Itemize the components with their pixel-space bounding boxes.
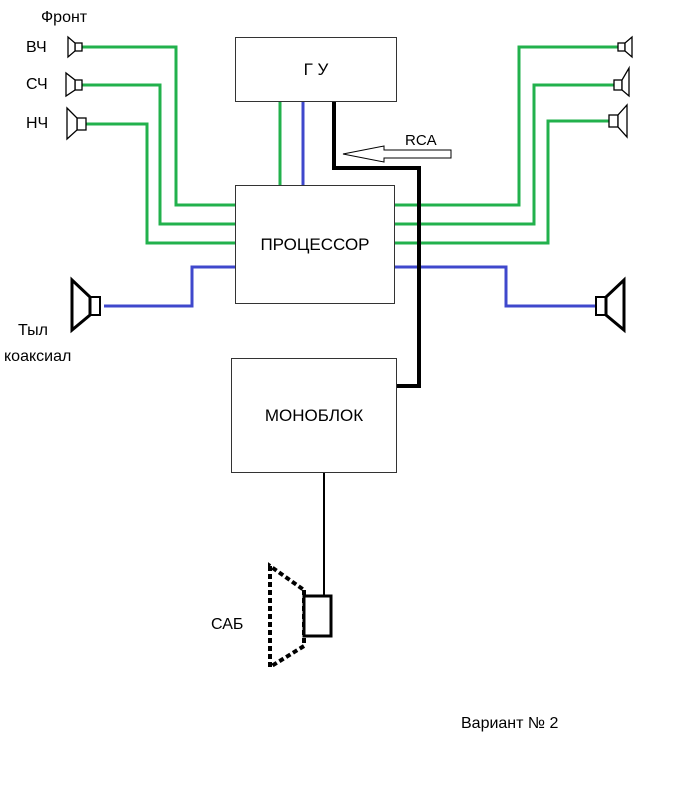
speaker-icon — [66, 106, 87, 141]
rear-label-line2: коаксиал — [4, 348, 72, 365]
front-right-wires — [395, 45, 618, 245]
tweeter-label: ВЧ — [26, 39, 47, 56]
monoblock-block: МОНОБЛОК — [231, 358, 397, 473]
wire-woofer-left — [86, 122, 235, 245]
wire-tweeter-left — [82, 45, 235, 207]
monoblock-label: МОНОБЛОК — [264, 405, 364, 425]
speaker-icon — [268, 562, 333, 671]
rca-label: RCA — [405, 132, 437, 149]
front-label: Фронт — [41, 9, 88, 26]
head-unit-block: Г У — [235, 37, 397, 102]
speaker-icon — [608, 103, 628, 139]
speaker-icon — [70, 276, 101, 334]
wire-mid-left — [82, 83, 235, 226]
speaker-icon — [67, 35, 83, 59]
speaker-icon — [613, 65, 630, 98]
speaker-icon — [65, 71, 83, 98]
wire-woofer-right — [395, 119, 609, 245]
wire-tweeter-right — [395, 45, 618, 207]
head-unit-label: Г У — [303, 59, 329, 79]
speaker-icon — [617, 35, 633, 59]
processor-label: ПРОЦЕССОР — [260, 234, 370, 254]
midrange-label: СЧ — [26, 76, 48, 93]
variant-label: Вариант № 2 — [461, 715, 559, 732]
sub-label: САБ — [211, 616, 244, 633]
processor-block: ПРОЦЕССОР — [235, 185, 395, 304]
speaker-icon — [595, 276, 626, 334]
wire-rear-left — [104, 265, 235, 308]
wire-rca-black — [332, 102, 421, 388]
front-left-wires — [82, 45, 235, 245]
arrow-left-icon — [342, 145, 452, 163]
wire-rear-right — [395, 265, 596, 308]
woofer-label: НЧ — [26, 115, 49, 132]
rear-label-line1: Тыл — [18, 322, 48, 339]
wire-mid-right — [395, 83, 614, 226]
